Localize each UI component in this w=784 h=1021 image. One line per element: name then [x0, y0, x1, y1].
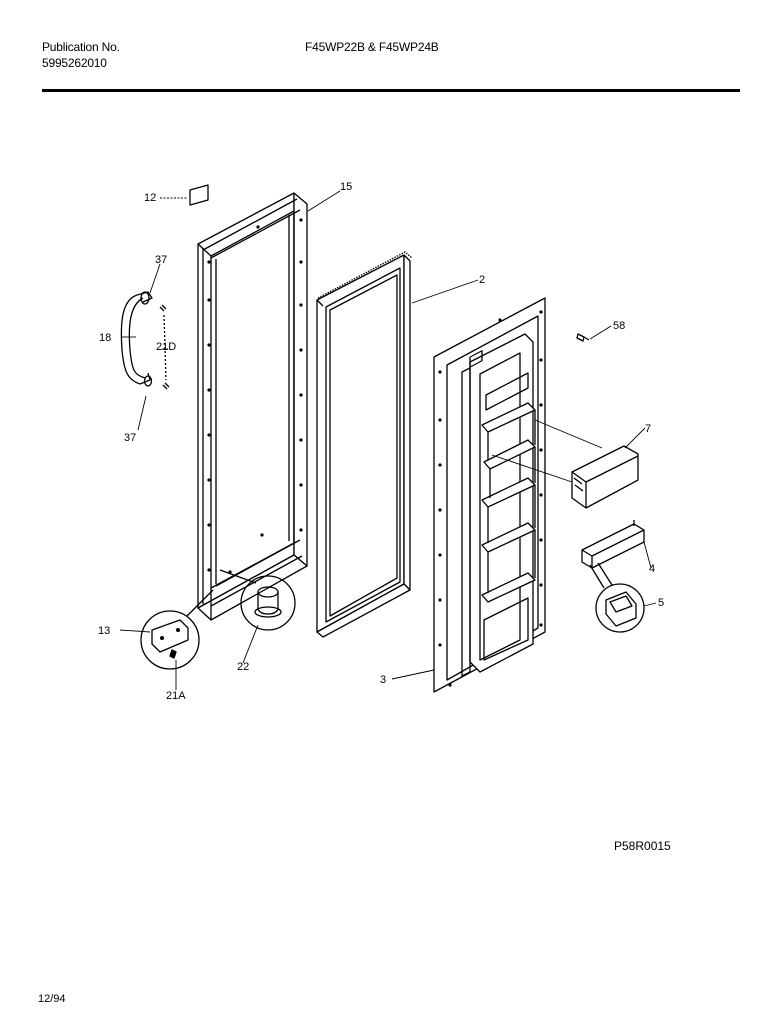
callout-15: 15 — [340, 181, 352, 193]
callout-2: 2 — [479, 274, 485, 286]
revision-date: 12/94 — [38, 993, 66, 1005]
door-handle-part-18 — [120, 291, 153, 385]
door-gasket-part-2 — [316, 251, 413, 638]
shelf-rail-part-4 — [581, 520, 645, 569]
callout-4: 4 — [649, 563, 655, 575]
callout-13: 13 — [98, 625, 110, 637]
hinge-detail-circle-part-13 — [140, 589, 214, 670]
handle-fasteners-part-21d — [159, 304, 170, 390]
callout-37-bottom: 37 — [124, 432, 136, 444]
door-bin-part-7 — [571, 445, 639, 509]
callout-18: 18 — [99, 332, 111, 344]
diagram-code: P58R0015 — [614, 839, 671, 853]
callout-12: 12 — [144, 192, 156, 204]
callout-22: 22 — [237, 661, 249, 673]
model-numbers: F45WP22B & F45WP24B — [305, 40, 439, 54]
part-22-detail-circle — [219, 569, 296, 631]
publication-number: 5995262010 — [42, 56, 107, 70]
liner-screw-holes — [438, 310, 543, 687]
callout-21d: 21D — [156, 341, 176, 353]
callout-21a: 21A — [166, 690, 186, 702]
label-plate-part-12 — [189, 184, 209, 206]
callout-3: 3 — [380, 674, 386, 686]
callout-7: 7 — [645, 423, 651, 435]
screw-part-58 — [576, 333, 590, 342]
part-5-detail-circle — [589, 562, 645, 633]
callout-5: 5 — [658, 597, 664, 609]
callout-37-top: 37 — [155, 254, 167, 266]
frame-screw-holes — [207, 218, 303, 574]
publication-label: Publication No. — [42, 40, 120, 54]
door-frame-part-15 — [197, 192, 308, 621]
callout-58: 58 — [613, 320, 625, 332]
callout-leaders — [119, 190, 657, 690]
inner-door-liner-part-3 — [433, 297, 546, 693]
header-rule — [42, 89, 740, 92]
handle-screws-part-37 — [140, 291, 153, 387]
